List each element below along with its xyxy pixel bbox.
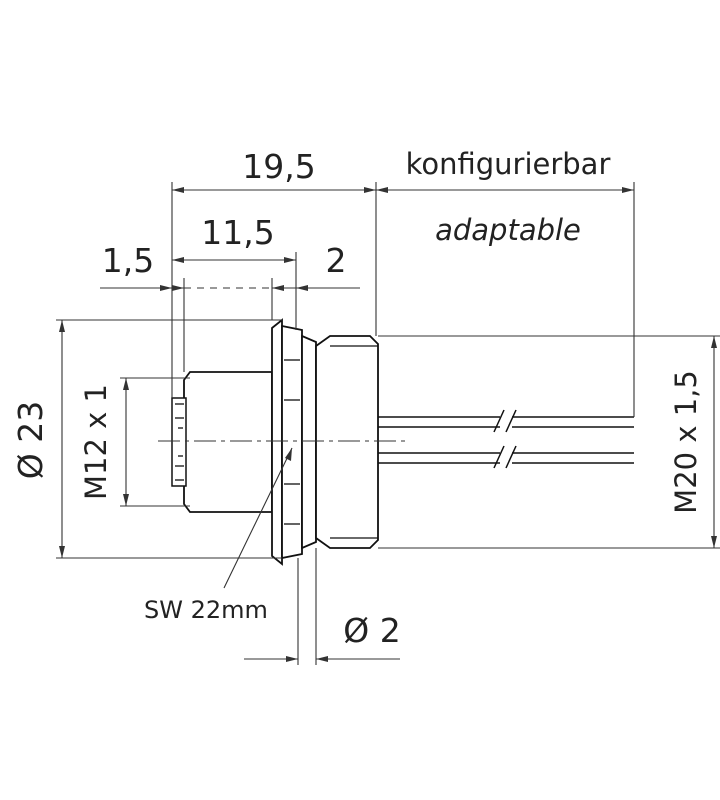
- nut-width-label: 2: [326, 241, 347, 280]
- rear-m20-thread: [315, 335, 379, 549]
- arrowheads: [59, 187, 717, 662]
- flange-offset-label: 1,5: [102, 241, 154, 280]
- wire-diameter-label: Ø 2: [343, 611, 400, 650]
- configurable-en-label: adaptable: [435, 213, 581, 247]
- outer-diameter-label: Ø 23: [11, 401, 50, 479]
- mounting-flange: [271, 318, 283, 566]
- wrench-size-label: SW 22mm: [144, 596, 268, 624]
- total-length-label: 19,5: [242, 147, 315, 186]
- extension-lines: [56, 182, 720, 665]
- configurable-label: konfigurierbar: [406, 147, 611, 181]
- front-m12-body: [183, 371, 273, 513]
- socket-face: [171, 397, 187, 487]
- rear-thread-label: M20 x 1,5: [669, 370, 703, 514]
- wire-upper: [378, 409, 634, 433]
- wire-lower: [378, 445, 634, 469]
- washer: [301, 334, 317, 550]
- hex-nut-edges: [284, 359, 300, 525]
- dimension-lines: [61, 189, 715, 660]
- connector-part: [158, 318, 634, 566]
- front-thread-label: M12 x 1: [79, 384, 113, 500]
- socket-contacts: [175, 403, 184, 481]
- body-length-label: 11,5: [201, 213, 274, 252]
- hex-nut: [281, 324, 303, 560]
- dimension-labels: 19,5 konfigurierbar adaptable 11,5 1,5 2…: [11, 147, 703, 650]
